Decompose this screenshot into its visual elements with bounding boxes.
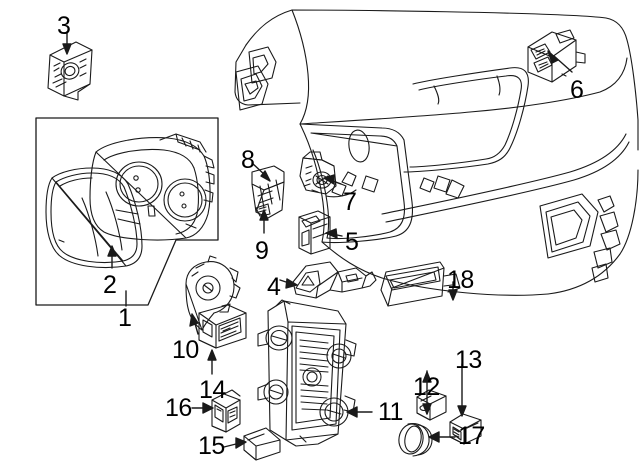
callout-label-6: 6 [570,76,584,104]
callout-label-3: 3 [57,12,71,40]
callout-label-15: 15 [198,432,225,460]
callout-label-8: 8 [241,146,255,174]
callout-label-13: 13 [455,346,482,374]
callout-label-4: 4 [267,273,281,301]
callout-label-2: 2 [103,271,117,299]
callout-label-16: 16 [165,394,192,422]
callout-leaders [62,31,573,449]
callout-label-5: 5 [345,228,359,256]
part-6-power-window-switch [527,29,586,83]
part-14-seat-heater-switch [198,304,247,349]
part-17-control-knob [398,423,433,457]
part-15-switch-blank-cover [243,427,281,461]
callout-label-12: 12 [413,373,440,401]
part-8-bracket-clip [251,165,285,219]
part-7-dimmer-switch [299,151,337,195]
part-5-rocker-switch [298,210,331,255]
part-2-cluster-lens [45,167,143,269]
part-3-headlamp-switch [47,41,93,101]
callout-label-10: 10 [172,336,199,364]
part-1-box [35,117,219,306]
part-16-traction-control-switch [211,389,241,433]
callout-label-1: 1 [118,304,132,332]
callout-label-17: 17 [458,422,485,450]
callout-label-11: 11 [378,398,403,426]
instrument-panel-outline [234,9,639,296]
part-11-heater-control-assembly [257,299,357,447]
callout-label-14: 14 [199,376,226,404]
callout-label-7: 7 [343,188,357,216]
callout-label-9: 9 [255,237,269,265]
callout-label-18: 18 [447,266,474,294]
part-13-switch-knob-small [449,413,482,445]
instrument-cluster-body [89,133,215,241]
part-4-hazard-switch [292,261,377,299]
